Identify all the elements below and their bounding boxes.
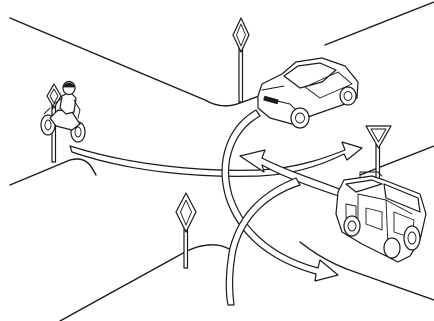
- road-edge-top-right: [324, 1, 434, 46]
- path-jeep-left-turn: [239, 149, 348, 199]
- off-road-vehicle: [335, 171, 427, 263]
- path-motorcycle-through: [69, 141, 363, 177]
- road-edge-right-upper: [359, 145, 434, 176]
- priority-sign-top: [232, 17, 250, 103]
- path-jeep-left-turn-curve: [225, 177, 301, 306]
- road-edge-top-left: [9, 17, 271, 107]
- road-edge-right-lower: [299, 241, 434, 301]
- road-edge-left: [9, 158, 97, 186]
- priority-sign-bottom: [175, 192, 197, 269]
- path-car-turn: [221, 109, 339, 282]
- road-edges: [9, 1, 434, 321]
- car: [257, 57, 359, 129]
- motorcycle: [40, 80, 86, 143]
- trajectory-arrows: [69, 109, 363, 306]
- road-edge-bottom-left: [59, 244, 233, 321]
